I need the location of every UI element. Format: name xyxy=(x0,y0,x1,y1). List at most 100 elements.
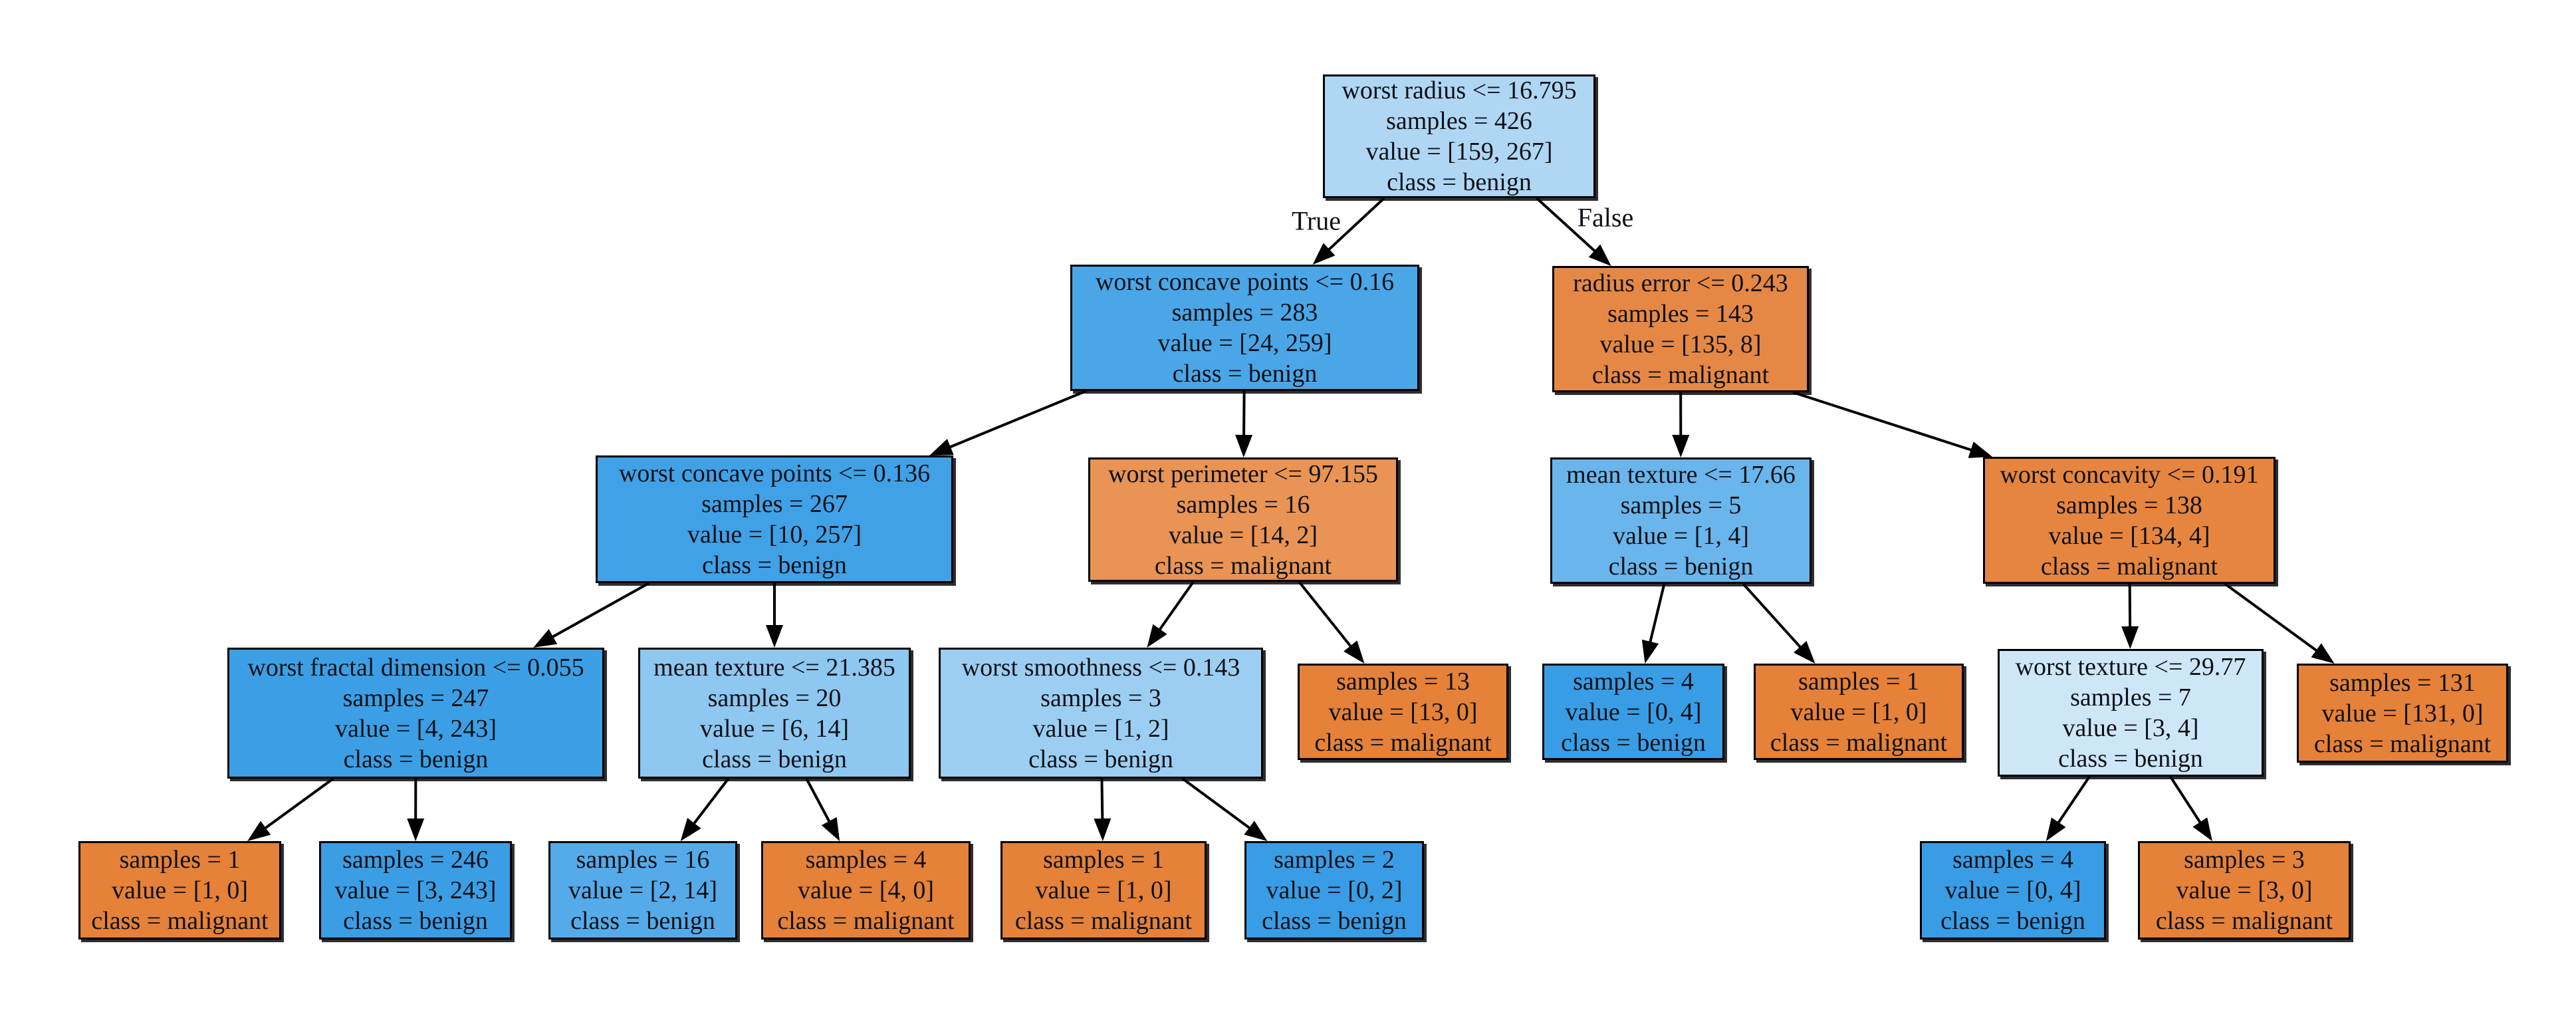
tree-edge-n3-n7 xyxy=(547,582,650,641)
tree-node-n4-line-3: class = malignant xyxy=(1154,551,1332,580)
edge-label-false: False xyxy=(1577,202,1634,233)
tree-edge-arrowhead-n4-l4a xyxy=(1344,640,1365,664)
tree-edge-arrowhead-n2-n5 xyxy=(1672,434,1690,457)
tree-node-n8-line-0: mean texture <= 21.385 xyxy=(653,653,895,682)
tree-node-n9-line-3: class = benign xyxy=(1028,745,1173,773)
tree-node-n4-line-1: samples = 16 xyxy=(1176,490,1310,519)
tree-edge-arrowhead-n5-l4b xyxy=(1641,639,1659,664)
tree-node-n0-line-2: value = [159, 267] xyxy=(1365,138,1553,166)
tree-edge-n5-l4c xyxy=(1742,582,1805,652)
tree-edge-n0-n1 xyxy=(1324,197,1385,254)
tree-node-n5-line-1: samples = 5 xyxy=(1620,491,1742,519)
tree-node-n0-line-0: worst radius <= 16.795 xyxy=(1342,76,1577,104)
tree-node-n2-line-0: radius error <= 0.243 xyxy=(1573,269,1788,297)
tree-node-n1-line-2: value = [24, 259] xyxy=(1157,329,1332,357)
tree-edge-arrowhead-n9-l5e xyxy=(1094,818,1112,841)
tree-node-l5c-line-1: value = [2, 14] xyxy=(568,876,718,904)
tree-edge-arrowhead-n6-l4d xyxy=(2311,643,2335,664)
tree-node-n5-line-3: class = benign xyxy=(1608,553,1754,580)
tree-node-n2-line-3: class = malignant xyxy=(1591,361,1770,389)
tree-edge-n0-n2 xyxy=(1536,197,1599,255)
tree-node-n3-line-0: worst concave points <= 0.136 xyxy=(618,459,931,487)
tree-edge-arrowhead-n0-n2 xyxy=(1588,244,1611,266)
tree-edge-arrowhead-n1-n3 xyxy=(929,439,954,455)
tree-node-l4b-line-0: samples = 4 xyxy=(1573,667,1694,696)
tree-node-l4c-line-2: class = malignant xyxy=(1770,728,1948,757)
tree-edge-arrowhead-n10-l5h xyxy=(2192,817,2212,841)
tree-edge-arrowhead-n5-l4c xyxy=(1794,641,1815,664)
tree-edge-n1-n3 xyxy=(945,390,1087,450)
tree-edge-arrowhead-n8-l5d xyxy=(821,817,840,841)
tree-edge-n10-l5g xyxy=(2054,775,2091,828)
tree-node-n10-line-0: worst texture <= 29.77 xyxy=(2015,653,2246,681)
tree-node-l4d-line-2: class = malignant xyxy=(2313,729,2492,758)
tree-edge-n4-l4a xyxy=(1298,580,1355,651)
tree-node-l5g-line-0: samples = 4 xyxy=(1952,846,2073,874)
tree-node-n9-line-1: samples = 3 xyxy=(1040,684,1161,712)
tree-node-n7-line-2: value = [4, 243] xyxy=(334,714,497,743)
tree-node-n10-line-1: samples = 7 xyxy=(2070,684,2191,711)
tree-node-n8-line-3: class = benign xyxy=(702,745,847,773)
tree-node-n8-line-1: samples = 20 xyxy=(707,684,842,712)
tree-node-l5h-line-1: value = [3, 0] xyxy=(2176,876,2313,904)
tree-node-l5e-line-0: samples = 1 xyxy=(1043,846,1164,874)
tree-node-n0-line-3: class = benign xyxy=(1387,168,1532,196)
tree-node-n5-line-2: value = [1, 4] xyxy=(1612,522,1750,550)
tree-node-l5d-line-1: value = [4, 0] xyxy=(797,876,935,904)
tree-edge-arrowhead-n9-l5f xyxy=(1244,821,1268,841)
tree-node-l5e-line-2: class = malignant xyxy=(1014,907,1193,935)
tree-node-l5f-line-2: class = benign xyxy=(1262,907,1407,935)
tree-node-n3-line-3: class = benign xyxy=(702,551,847,579)
tree-edge-n10-l5h xyxy=(2169,775,2204,828)
tree-node-l4c-line-0: samples = 1 xyxy=(1798,667,1919,696)
tree-node-l4b-line-2: class = benign xyxy=(1561,728,1706,757)
edge-label-true: True xyxy=(1291,205,1342,236)
tree-edge-n2-n6 xyxy=(1792,391,1976,453)
tree-node-n6-line-2: value = [134, 4] xyxy=(2048,521,2210,550)
tree-node-l4a-line-1: value = [13, 0] xyxy=(1328,697,1478,726)
tree-edge-n7-l5a xyxy=(260,777,334,832)
tree-node-l5c-line-2: class = benign xyxy=(570,907,715,935)
tree-node-n8-line-2: value = [6, 14] xyxy=(699,714,850,743)
tree-edge-arrowhead-n8-l5c xyxy=(680,818,701,841)
tree-node-n9-line-2: value = [1, 2] xyxy=(1032,714,1169,743)
tree-node-l5d-line-0: samples = 4 xyxy=(805,846,927,874)
tree-node-n10-line-3: class = benign xyxy=(2058,745,2203,773)
tree-node-l5a-line-0: samples = 1 xyxy=(119,846,241,874)
tree-edge-arrowhead-n3-n7 xyxy=(533,629,558,648)
tree-node-l5h-line-2: class = malignant xyxy=(2155,907,2333,935)
tree-node-n7-line-0: worst fractal dimension <= 0.055 xyxy=(247,653,584,682)
tree-node-l5h-line-0: samples = 3 xyxy=(2184,846,2305,874)
tree-node-n0-line-1: samples = 426 xyxy=(1386,107,1532,135)
tree-node-n2-line-2: value = [135, 8] xyxy=(1599,330,1762,358)
tree-node-l5e-line-1: value = [1, 0] xyxy=(1035,876,1172,904)
tree-node-n2-line-1: samples = 143 xyxy=(1607,300,1754,328)
tree-node-l4d-line-1: value = [131, 0] xyxy=(2321,699,2484,727)
tree-node-l5f-line-1: value = [0, 2] xyxy=(1266,876,1403,904)
tree-node-l5c-line-0: samples = 16 xyxy=(576,846,710,874)
tree-node-n3-line-2: value = [10, 257] xyxy=(687,521,862,549)
tree-node-n1-line-3: class = benign xyxy=(1172,360,1318,388)
tree-edge-n9-l5f xyxy=(1181,777,1254,832)
tree-node-n0: worst radius <= 16.795 samples = 426 value… xyxy=(1323,74,1595,198)
tree-node-l4a-line-0: samples = 13 xyxy=(1336,667,1470,696)
tree-node-n9-line-0: worst smoothness <= 0.143 xyxy=(961,653,1240,682)
